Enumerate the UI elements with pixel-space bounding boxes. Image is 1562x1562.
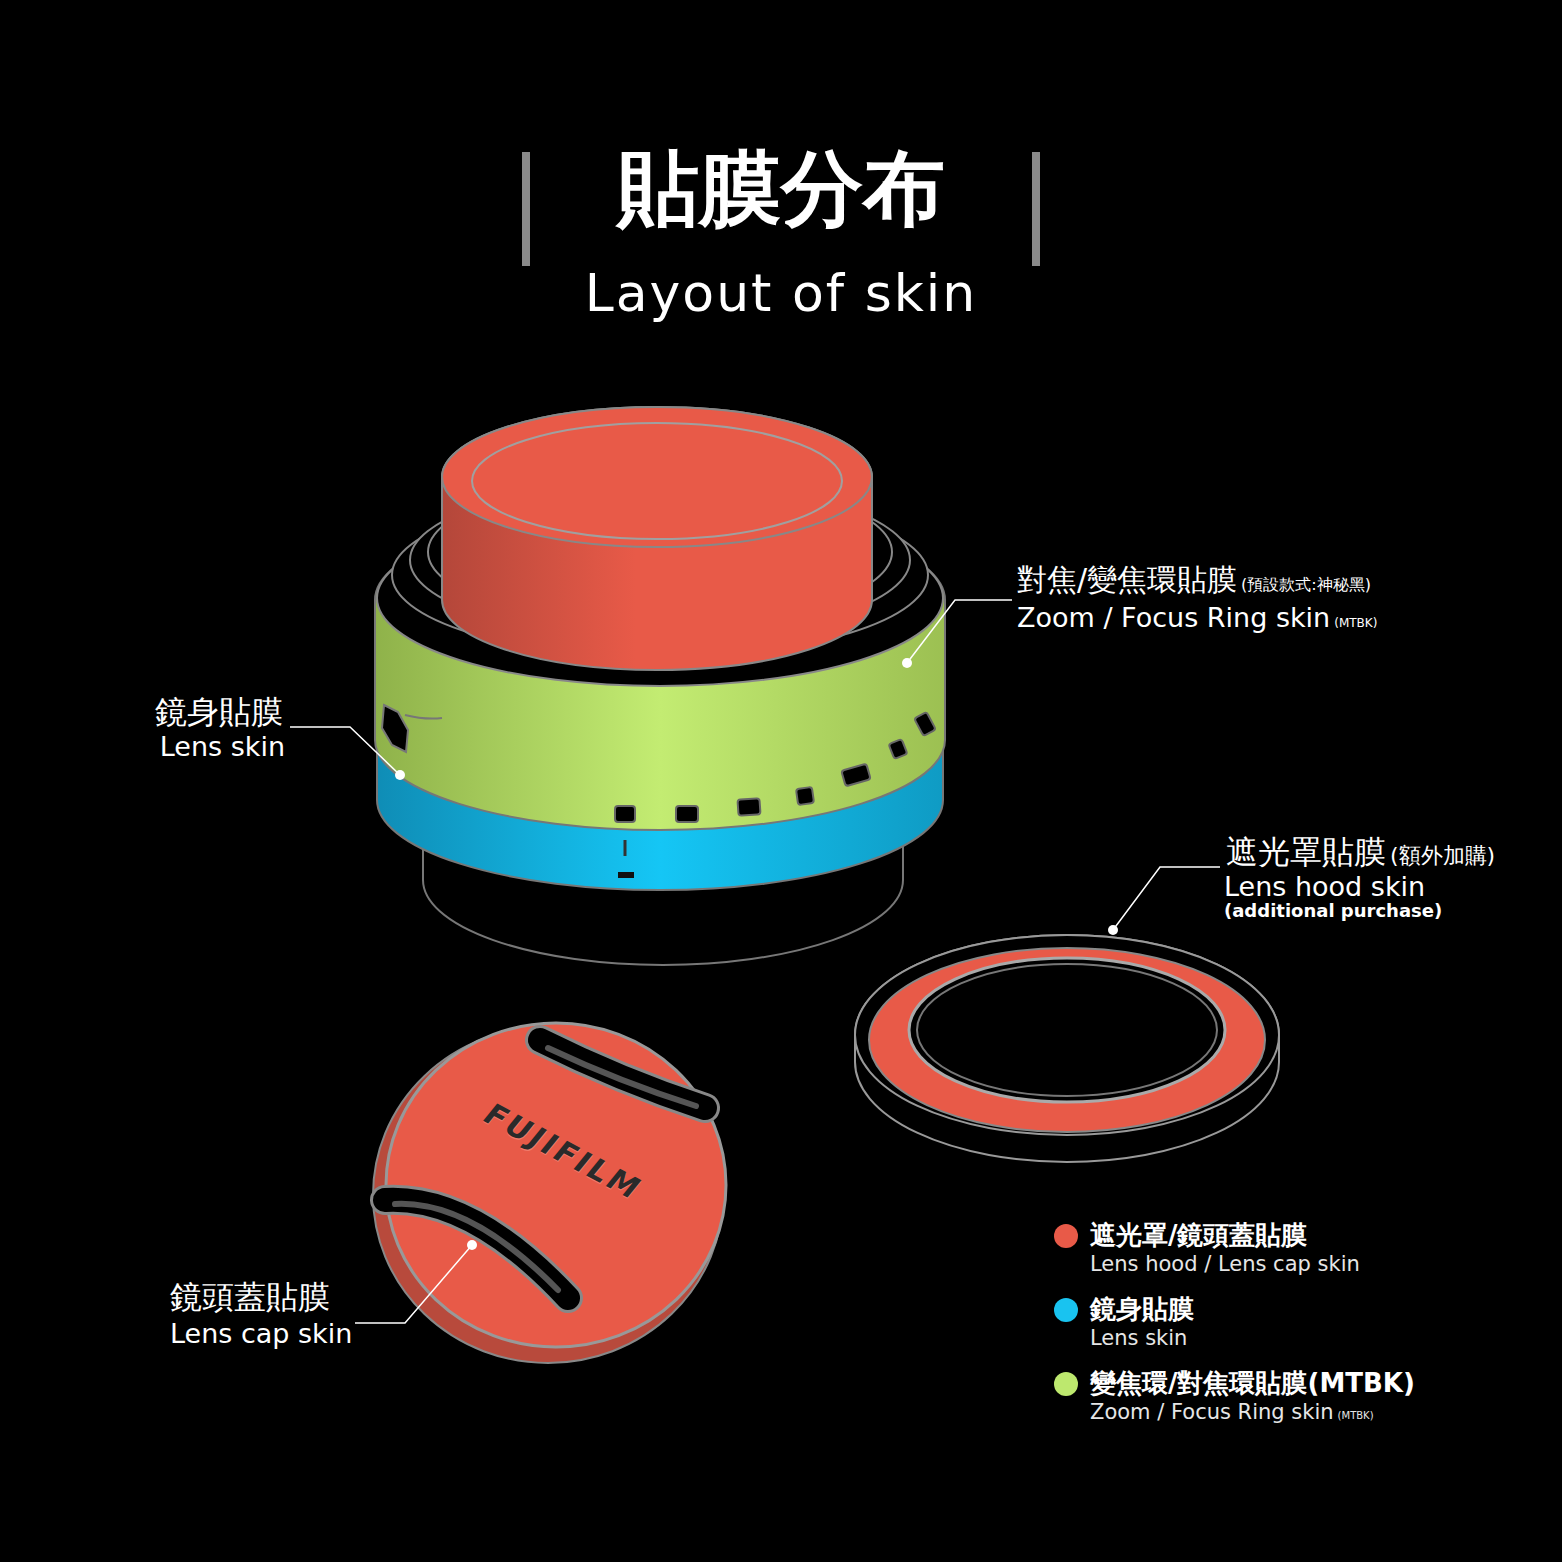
legend-item: 變焦環/對焦環貼膜(MTBK): [1054, 1368, 1415, 1399]
leader-line: [290, 600, 1220, 1323]
title-bar: [1032, 152, 1040, 266]
legend-text: 鏡身貼膜: [1090, 1294, 1194, 1325]
subtitle: Layout of skin: [585, 262, 978, 324]
index-mark: [618, 872, 634, 878]
legend-item: 鏡身貼膜: [1054, 1294, 1194, 1325]
legend-item: 遮光罩/鏡頭蓋貼膜: [1054, 1220, 1308, 1251]
legend-subtext: (MTBK): [1338, 1410, 1374, 1422]
label-row: Lens skin: [160, 731, 285, 763]
callout-title: 對焦/變焦環貼膜: [1017, 562, 1237, 598]
lens-front: [442, 407, 872, 670]
label-row: 對焦/變焦環貼膜(預設款式:神秘黑): [1017, 562, 1371, 598]
callout-note: (additional purchase): [1224, 900, 1442, 922]
callout-note: (額外加購): [1390, 843, 1495, 869]
legend-subtext: Lens skin: [1090, 1326, 1187, 1351]
callout-title: 鏡頭蓋貼膜: [170, 1278, 330, 1316]
title-row: 貼膜分布: [617, 140, 945, 238]
index-mark: [624, 840, 627, 856]
label-row: Lens hood / Lens cap skin: [1090, 1252, 1360, 1277]
label-row: 鏡身貼膜: [155, 693, 283, 731]
legend-text: 變焦環/對焦環貼膜(MTBK): [1090, 1368, 1415, 1399]
legend-subtext: Lens hood / Lens cap skin: [1090, 1252, 1360, 1277]
callout-note: (預設款式:神秘黑): [1241, 575, 1371, 594]
callout-title: 鏡身貼膜: [155, 693, 283, 731]
leader-dot: [395, 658, 1118, 1250]
lens-hood-inner: [909, 958, 1225, 1102]
legend-text: 遮光罩/鏡頭蓋貼膜: [1090, 1220, 1308, 1251]
lens-hood-inner: [917, 964, 1217, 1096]
callout-text: Lens cap skin: [170, 1318, 352, 1350]
legend-swatch: [1054, 1372, 1078, 1396]
lens-hood: [855, 935, 1279, 1162]
callout-text: Lens skin: [160, 731, 285, 763]
callout-title: 遮光罩貼膜: [1226, 833, 1386, 871]
lens-hood: [855, 935, 1279, 1135]
label-row: (additional purchase): [1224, 900, 1442, 922]
title: 貼膜分布: [617, 140, 945, 238]
legend-swatch: [1054, 1298, 1078, 1322]
label-row: Layout of skin: [585, 262, 978, 324]
callout-text: Zoom / Focus Ring skin: [1017, 602, 1330, 634]
label-row: Lens hood skin: [1224, 871, 1425, 903]
cap-grip: [385, 1040, 705, 1298]
label-row: Lens skin: [1090, 1326, 1187, 1351]
lens-hood-skin: [869, 948, 1265, 1132]
legend-swatch: [1054, 1224, 1078, 1248]
title-bar: [522, 152, 530, 266]
label-row: 遮光罩貼膜(額外加購): [1226, 833, 1495, 871]
legend-subtext: Zoom / Focus Ring skin: [1090, 1400, 1334, 1425]
label-row: Zoom / Focus Ring skin (MTBK): [1017, 602, 1377, 634]
callout-text: Lens hood skin: [1224, 871, 1425, 903]
label-row: 鏡頭蓋貼膜: [170, 1278, 330, 1316]
label-row: Zoom / Focus Ring skin (MTBK): [1090, 1400, 1374, 1425]
callout-note: (MTBK): [1334, 616, 1377, 630]
switch: [405, 715, 442, 719]
lens-front-top: [442, 407, 872, 547]
label-row: Lens cap skin: [170, 1318, 352, 1350]
ring-windows: [615, 712, 936, 822]
switch: [382, 705, 408, 752]
lens-front-top: [472, 423, 842, 539]
lens-cap-skin: [386, 1023, 726, 1347]
